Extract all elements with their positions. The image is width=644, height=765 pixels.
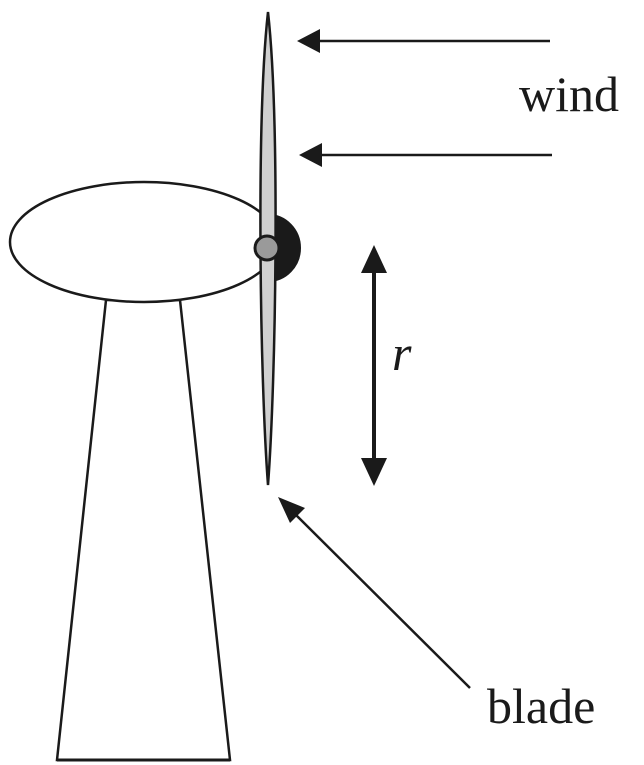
blade-label: blade [487, 678, 595, 734]
wind-label: wind [519, 66, 619, 122]
rotor-axle [253, 234, 281, 262]
wind-arrow-lower [299, 143, 552, 167]
nacelle [8, 180, 280, 304]
turbine-tower [55, 298, 232, 762]
wind-arrow-upper [297, 29, 550, 53]
radius-label: r [392, 325, 412, 381]
blade-pointer-arrow [278, 497, 471, 689]
radius-double-arrow [361, 245, 387, 486]
